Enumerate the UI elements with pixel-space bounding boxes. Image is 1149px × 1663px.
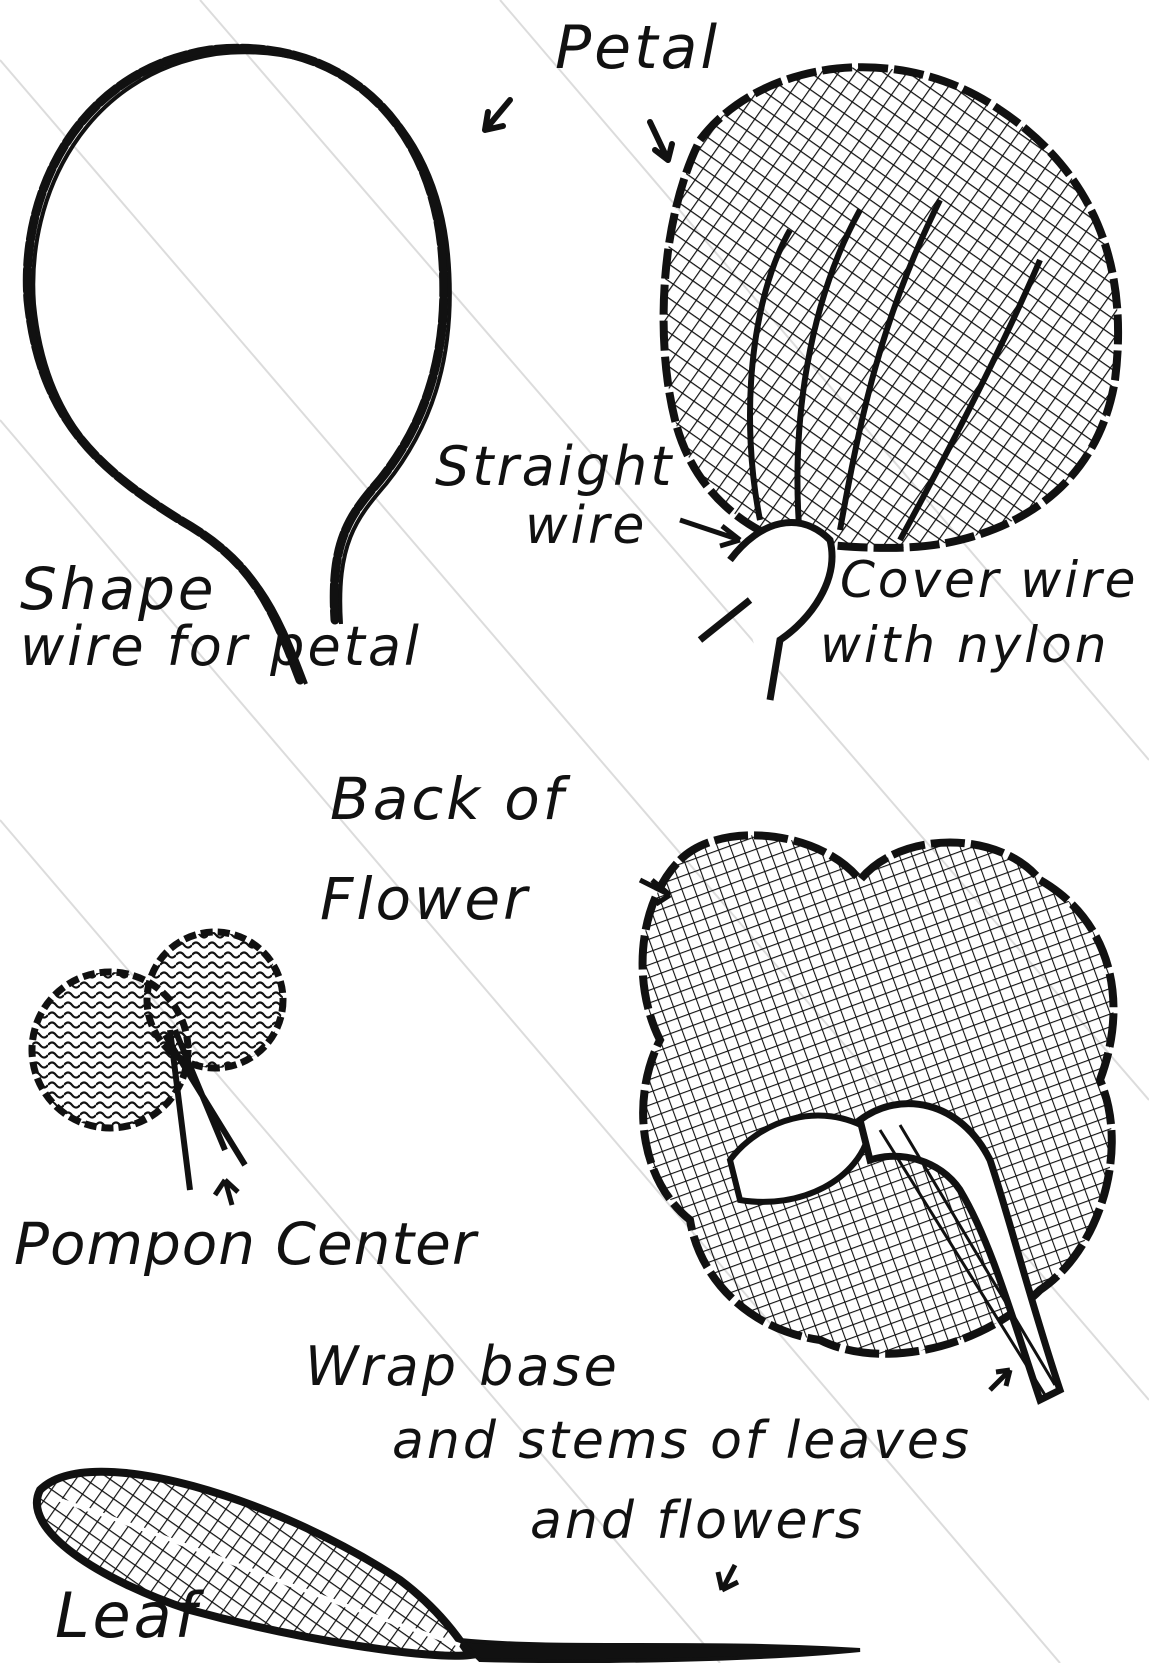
label-shape-line1: Shape <box>20 560 217 618</box>
flower-back-drawing <box>640 835 1114 1400</box>
label-wrap-line1: Wrap base <box>305 1340 620 1394</box>
label-wrap-line2: and stems of leaves <box>392 1415 972 1467</box>
label-straight-line1: Straight <box>435 440 674 494</box>
label-wrap-line3: and flowers <box>530 1495 865 1547</box>
label-cover-line2: with nylon <box>820 620 1109 670</box>
label-back-line1: Back of <box>330 770 566 828</box>
petal-arrows <box>485 100 672 160</box>
pompon-drawing <box>32 932 283 1205</box>
label-pompon: Pompon Center <box>14 1215 477 1273</box>
label-leaf: Leaf <box>55 1585 200 1647</box>
label-straight-line2: wire <box>525 500 647 552</box>
label-shape-line2: wire for petal <box>20 620 422 674</box>
label-petal: Petal <box>555 18 720 78</box>
label-back-line2: Flower <box>320 870 530 928</box>
label-cover-line1: Cover wire <box>840 555 1138 605</box>
